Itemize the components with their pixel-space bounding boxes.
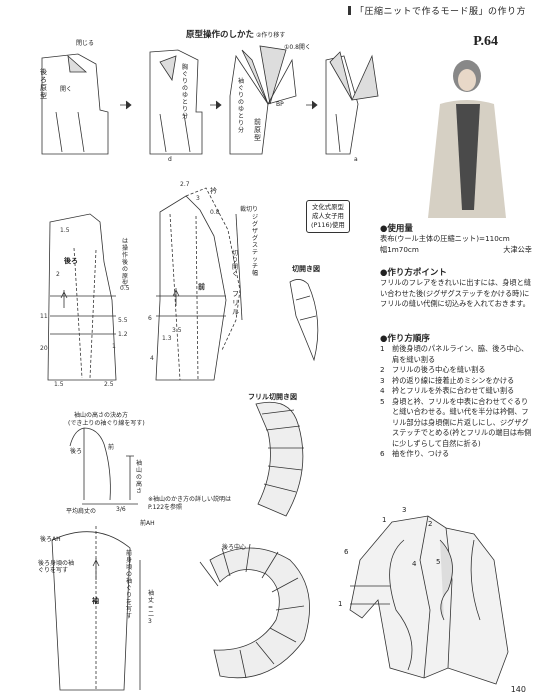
dimension-label: 2.5 <box>104 381 114 388</box>
open-label: 開く <box>60 86 73 93</box>
sleeve-label: 袖 <box>92 597 99 605</box>
page-header: 「圧縮ニットで作るモード服」の作り方 <box>348 4 526 17</box>
sleeve-back-note: 後ろ身頃の袖ぐりを写す <box>38 560 75 574</box>
dimension-label: 0.8 <box>210 209 220 216</box>
dimension-label: 1.5 <box>54 381 64 388</box>
sleeve-cap-title-1: 袖山の高さの決め方 <box>74 412 129 419</box>
sleeve-cap-title-2: (でき上りの袖ぐり線を写す) <box>68 420 145 427</box>
sleeve-front-note: 前身頃の袖ぐりを写す <box>126 550 133 620</box>
line-note: は操作後の原型 <box>122 238 129 287</box>
callout-1: 1 <box>382 516 387 524</box>
dimension-label: 4 <box>150 355 154 362</box>
badge-line-1: 文化式原型 <box>311 203 344 211</box>
materials-block: ●使用量 表布(ウール主体の圧縮ニット)=110cm 幅1m70cm 大津公幸 <box>380 222 532 255</box>
points-heading: ●作り方ポイント <box>380 268 447 278</box>
dimension-label: 2.7 <box>180 181 190 188</box>
callout-3: 3 <box>402 506 407 514</box>
close-label: 閉じる <box>76 40 95 47</box>
callout-5: 5 <box>436 558 441 566</box>
front-ah-label: 前AH <box>140 520 155 527</box>
dimension-label: 5.5 <box>118 317 128 324</box>
dimension-label: 3 <box>196 195 200 202</box>
points-block: ●作り方ポイント フリルのフレアをきれいに出すには、身頃と縫い合わせた後(ジグザ… <box>380 266 532 310</box>
zigzag-note: ジグザグステッチ幅 <box>252 214 259 277</box>
dimension-label: 0.5 <box>120 285 130 292</box>
callout-4: 4 <box>412 560 417 568</box>
collar-label: 衿 <box>210 187 217 195</box>
materials-line-2: 幅1m70cm <box>380 244 419 254</box>
page-tag: P.64 <box>473 34 498 49</box>
model-photo <box>412 60 522 218</box>
back-ah-label: 後ろAH <box>40 536 61 543</box>
back-label: 後ろ <box>64 257 78 265</box>
front-label: 前 <box>198 283 205 291</box>
pattern-ops-title: 原型操作のしかた <box>186 30 255 40</box>
back-center-label: 後ろ中心 <box>222 544 247 551</box>
callout-6: 6 <box>344 548 349 556</box>
dimension-label: 1.5 <box>60 227 70 234</box>
badge-line-3: (P116)使用 <box>311 221 345 229</box>
chest-ease-label: 胸ぐりのゆとり分 <box>182 64 189 120</box>
materials-line-1: 表布(ウール主体の圧縮ニット)=110cm <box>380 234 510 243</box>
materials-heading: ●使用量 <box>380 224 413 234</box>
front-bodice-label: 前原型 <box>254 118 261 142</box>
page-number: 140 <box>510 685 526 694</box>
arm-ease-label: 袖ぐりのゆとり分 <box>238 78 245 134</box>
pattern-note-1: ②作り移す <box>256 32 286 39</box>
avg-shoulder-fraction: 3/6 <box>116 506 126 513</box>
pattern-note-2: ①0.8開く <box>284 44 311 51</box>
dimension-label: 20 <box>40 345 48 352</box>
d-label: d <box>168 156 172 163</box>
bp-label: BP <box>276 101 284 108</box>
badge-line-2: 成人女子用 <box>311 212 344 220</box>
avg-shoulder-label: 平均肩丈の <box>66 508 97 515</box>
dimension-label: 6 <box>148 315 152 322</box>
dimension-label: 11 <box>40 313 48 320</box>
sleeve-cap-note: ※袖山のかき方の詳しい説明はP.122を参照 <box>148 496 232 511</box>
dimension-label: 1 <box>112 343 116 350</box>
points-body: フリルのフレアをきれいに出すには、身頃と縫い合わせた後(ジグザグステッチをかける… <box>380 278 531 308</box>
frill-figure-title: フリル切開き図 <box>248 393 297 401</box>
dimension-label: 2 <box>56 271 60 278</box>
sleeve-cap-front: 前 <box>108 444 115 451</box>
dimension-label: 1.2 <box>118 331 128 338</box>
dimension-label: 3.5 <box>172 327 182 334</box>
callout-1b: 1 <box>338 600 343 608</box>
a-label: a <box>354 156 358 163</box>
pattern-badge: 文化式原型 成人女子用 (P116)使用 <box>306 200 350 233</box>
sleeve-length: 袖丈=二3 <box>148 590 155 625</box>
sleeve-cap-back: 後ろ <box>70 448 83 455</box>
sleeve-cap-height: 袖山の高さ <box>136 460 143 495</box>
callout-2: 2 <box>428 520 433 528</box>
materials-author: 大津公幸 <box>503 244 532 254</box>
ribbon-label: 裁切り <box>240 206 259 213</box>
cut-figure-title: 切開き図 <box>292 265 320 273</box>
cut-open-label: 切り開く <box>232 250 239 278</box>
frill-label: フリル <box>232 290 239 316</box>
steps-heading: ●作り方順序 <box>380 334 430 344</box>
dimension-label: 1.3 <box>162 335 172 342</box>
back-bodice-label: 後ろ原型 <box>40 68 47 100</box>
